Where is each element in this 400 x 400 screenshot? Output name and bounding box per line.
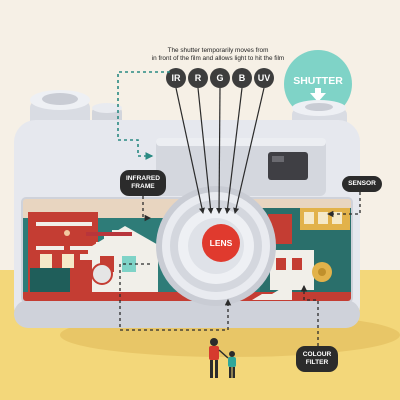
filter-b-label: B [239,73,246,83]
cutaway-scene [22,198,352,302]
shutter-note-line-1: The shutter temporarily moves from [167,47,269,54]
shutter-dashed-path [117,71,170,160]
colour-filter-callout: COLOUR FILTER [296,346,338,372]
filter-uv-label: UV [258,73,271,83]
filter-g-label: G [216,73,223,83]
sensor-label: SENSOR [348,180,376,187]
callout-connectors [119,192,361,346]
filter-r [188,68,208,88]
filter-uv [254,68,274,88]
filter-b [232,68,252,88]
colour-label-line-2: FILTER [305,359,329,366]
filter-ir [166,68,186,88]
colour-label-line-1: COLOUR [302,351,332,358]
infrared-frame-callout: INFRARED FRAME [120,170,166,196]
light-rays [175,87,265,214]
lens-center [202,224,240,262]
lens-label: LENS [210,238,233,248]
infrared-label-line-1: INFRARED [125,175,161,182]
infrared-label-line-2: FRAME [131,183,155,190]
lens [156,186,276,306]
filter-r-label: R [195,73,202,83]
people-figures [209,338,236,378]
filter-ir-label: IR [172,73,182,83]
shutter-arrow-icon [310,93,326,102]
shutter-label: SHUTTER [293,75,343,87]
sensor-callout: SENSOR [342,176,382,192]
shutter-note-line-2: in front of the film and allows light to… [151,55,285,62]
filter-g [210,68,230,88]
filter-row: IR R G B UV [166,68,274,88]
shutter-note: The shutter temporarily moves from in fr… [148,47,288,63]
shutter-badge [284,50,352,118]
